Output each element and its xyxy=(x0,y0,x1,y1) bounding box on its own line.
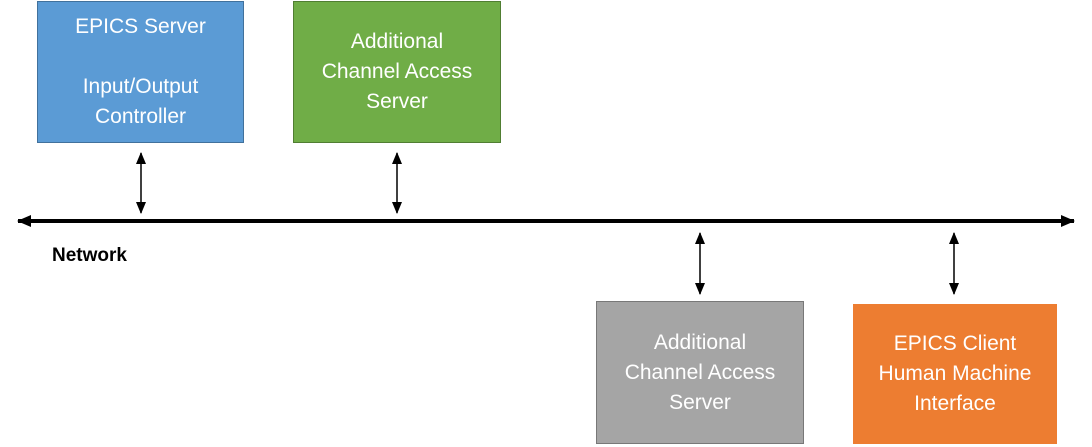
ioc-title-line: EPICS Server xyxy=(75,15,206,38)
epics-client-hmi-node: EPICS Client Human Machine Interface xyxy=(853,304,1057,444)
ioc-subtitle-line-1: Input/Output xyxy=(82,75,199,98)
cas-bottom-line-1: Additional xyxy=(653,330,747,354)
cas-top-line-3: Server xyxy=(366,90,428,113)
hmi-line-1: EPICS Client xyxy=(893,332,1017,355)
channel-access-server-node-bottom: Additional Channel Access Server xyxy=(596,301,804,444)
cas-top-line-1: Additional xyxy=(350,30,444,53)
ioc-server-node: EPICS Server Input/Output Controller xyxy=(37,1,244,143)
cas-bottom-line-2: Channel Access xyxy=(624,360,776,384)
cas-bottom-line-3: Server xyxy=(669,390,731,414)
ioc-subtitle-line-2: Controller xyxy=(94,105,187,128)
hmi-line-3: Interface xyxy=(914,392,996,415)
cas-top-line-2: Channel Access xyxy=(321,60,473,83)
network-label: Network xyxy=(52,245,127,266)
hmi-line-2: Human Machine xyxy=(878,362,1032,385)
channel-access-server-node-top: Additional Channel Access Server xyxy=(293,1,501,143)
